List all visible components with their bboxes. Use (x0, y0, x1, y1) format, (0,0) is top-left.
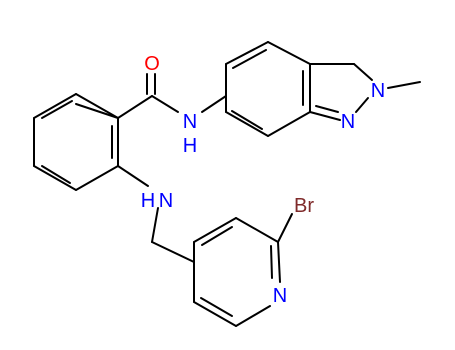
bond (41, 165, 71, 184)
bond (117, 95, 153, 119)
bond (33, 93, 77, 119)
amine-hydrogen-label: H (141, 190, 155, 212)
bond (277, 213, 293, 243)
bond (151, 241, 195, 263)
oxygen-label: O (144, 53, 160, 75)
bond (151, 207, 159, 243)
bond (201, 226, 233, 246)
bond (225, 41, 269, 65)
bonds (33, 41, 421, 327)
atom-labels: O N H N N H N Br N (141, 53, 385, 307)
bond (75, 165, 119, 191)
bond (75, 93, 119, 119)
bond (270, 245, 273, 279)
amine-nitrogen-label: N (159, 190, 173, 212)
bond (117, 165, 149, 187)
bond (151, 95, 179, 113)
indazole-n2-label: N (371, 80, 385, 102)
indazole-n1-label: N (341, 111, 355, 133)
bond (193, 217, 237, 243)
bond (353, 63, 373, 81)
bond (315, 105, 339, 113)
bond (231, 110, 263, 130)
pyridine-nitrogen-label: N (273, 285, 287, 307)
bond (200, 297, 233, 317)
bond (201, 95, 227, 113)
amide-hydrogen-label: H (183, 135, 197, 157)
bromine-label: Br (294, 195, 314, 217)
bond (33, 165, 77, 191)
bond (232, 49, 267, 69)
bond (309, 111, 341, 121)
bond (235, 217, 279, 243)
bond (387, 81, 421, 89)
amide-nitrogen-label: N (183, 111, 197, 133)
bond (277, 241, 281, 283)
bond (41, 100, 73, 119)
bond (267, 111, 311, 137)
bond (193, 301, 237, 327)
bond (75, 103, 119, 119)
bond (355, 97, 369, 113)
bond (235, 305, 271, 327)
bond (267, 41, 311, 65)
bond (225, 111, 269, 137)
